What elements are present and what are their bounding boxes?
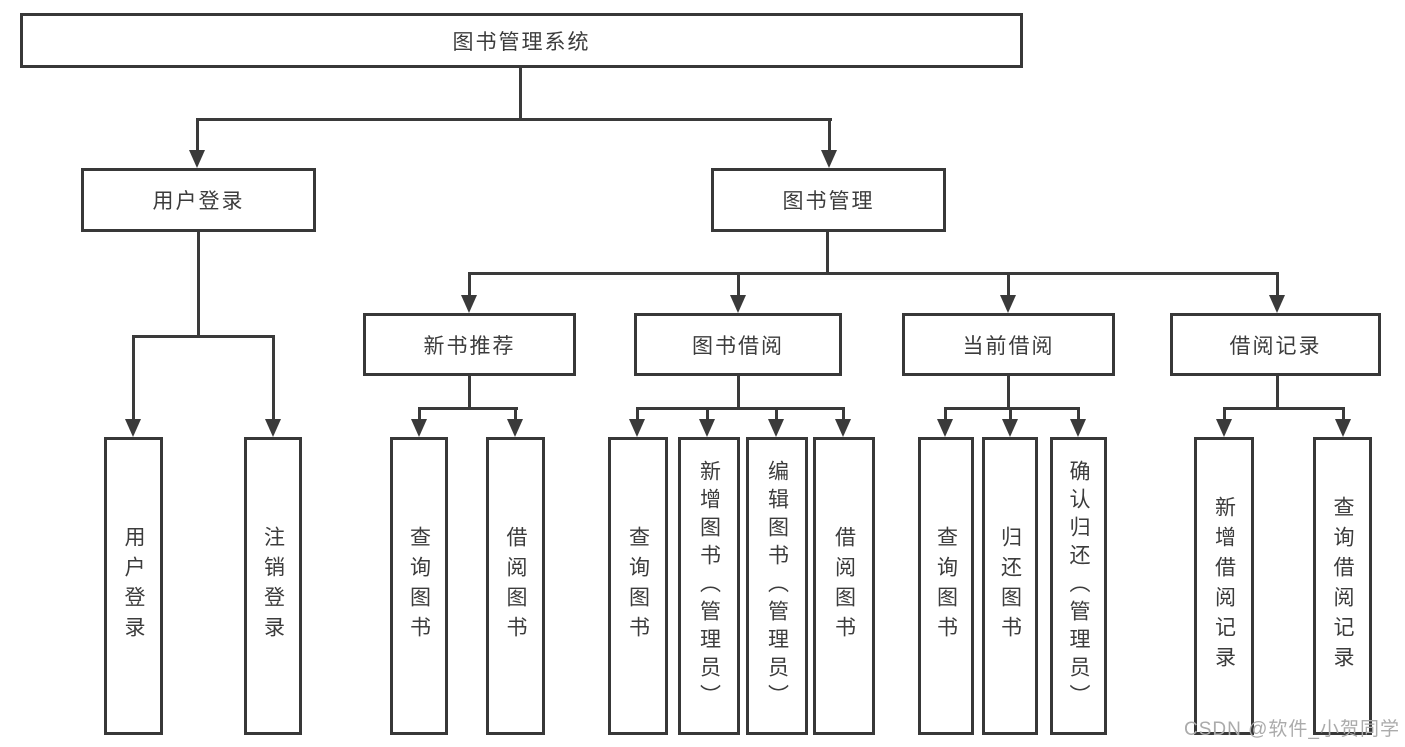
leaf-add-book-admin: 新增图书（管理员） [678, 437, 740, 735]
connector-line [1276, 376, 1279, 407]
leaf-label: 借阅图书 [504, 526, 527, 646]
connector-line [196, 118, 832, 121]
arrow-down-icon [629, 419, 645, 437]
node-borrowing-records: 借阅记录 [1170, 313, 1381, 376]
leaf-return-books: 归还图书 [982, 437, 1038, 735]
arrow-down-icon [1002, 419, 1018, 437]
leaf-logout: 注销登录 [244, 437, 302, 735]
connector-line [1276, 272, 1279, 295]
leaf-confirm-return-admin: 确认归还（管理员） [1050, 437, 1107, 735]
arrow-down-icon [189, 150, 205, 168]
arrow-down-icon [507, 419, 523, 437]
connector-line [468, 376, 471, 407]
connector-line [737, 272, 740, 295]
arrow-down-icon [1335, 419, 1351, 437]
node-library-management-system: 图书管理系统 [20, 13, 1023, 68]
arrow-down-icon [730, 295, 746, 313]
leaf-query-books-recommendation: 查询图书 [390, 437, 448, 735]
connector-line [132, 335, 275, 338]
leaf-label: 确认归还（管理员） [1067, 460, 1090, 712]
leaf-add-borrow-record: 新增借阅记录 [1194, 437, 1254, 735]
leaf-label: 查询借阅记录 [1331, 496, 1354, 676]
connector-line [842, 407, 845, 419]
connector-line [1007, 272, 1010, 295]
connector-line [1009, 407, 1012, 419]
connector-line [514, 407, 517, 419]
csdn-watermark: CSDN @软件_小贺同学 [1184, 719, 1400, 740]
arrow-down-icon [1216, 419, 1232, 437]
connector-line [1223, 407, 1345, 410]
connector-line [519, 68, 522, 118]
connector-line [468, 272, 471, 295]
leaf-edit-book-admin: 编辑图书（管理员） [746, 437, 808, 735]
node-current-borrowing: 当前借阅 [902, 313, 1115, 376]
arrow-down-icon [768, 419, 784, 437]
arrow-down-icon [835, 419, 851, 437]
arrow-down-icon [1269, 295, 1285, 313]
arrow-down-icon [265, 419, 281, 437]
connector-line [418, 407, 518, 410]
leaf-user-login: 用户登录 [104, 437, 163, 735]
leaf-label: 查询图书 [934, 526, 958, 646]
leaf-borrow-books-recommendation: 借阅图书 [486, 437, 545, 735]
leaf-label: 新增借阅记录 [1212, 496, 1236, 676]
connector-line [1077, 407, 1080, 419]
connector-line [1007, 376, 1010, 407]
leaf-label: 查询图书 [626, 526, 650, 646]
arrow-down-icon [411, 419, 427, 437]
connector-line [418, 407, 421, 419]
connector-line [828, 118, 831, 150]
arrow-down-icon [821, 150, 837, 168]
connector-line [737, 376, 740, 407]
arrow-down-icon [1070, 419, 1086, 437]
leaf-label: 编辑图书（管理员） [765, 460, 789, 712]
connector-line [197, 232, 200, 335]
node-new-book-recommendation: 新书推荐 [363, 313, 576, 376]
leaf-label: 查询图书 [407, 526, 431, 646]
arrow-down-icon [699, 419, 715, 437]
connector-line [826, 232, 829, 272]
node-user-login-module: 用户登录 [81, 168, 316, 232]
leaf-label: 注销登录 [261, 526, 285, 646]
connector-line [196, 118, 199, 150]
leaf-label: 用户登录 [122, 526, 145, 646]
arrow-down-icon [937, 419, 953, 437]
leaf-query-books-borrowing: 查询图书 [608, 437, 668, 735]
arrow-down-icon [461, 295, 477, 313]
leaf-query-borrow-record: 查询借阅记录 [1313, 437, 1372, 735]
connector-line [1342, 407, 1345, 419]
connector-line [706, 407, 709, 419]
connector-line [1223, 407, 1226, 419]
leaf-label: 新增图书（管理员） [697, 460, 721, 712]
leaf-borrow-books-borrowing: 借阅图书 [813, 437, 875, 735]
arrow-down-icon [1000, 295, 1016, 313]
connector-line [132, 335, 135, 419]
leaf-label: 借阅图书 [832, 526, 856, 646]
connector-line [636, 407, 845, 410]
leaf-label: 归还图书 [998, 526, 1022, 646]
connector-line [944, 407, 1080, 410]
connector-line [636, 407, 639, 419]
arrow-down-icon [125, 419, 141, 437]
connector-line [775, 407, 778, 419]
connector-line [272, 335, 275, 419]
leaf-query-books-current: 查询图书 [918, 437, 974, 735]
connector-line [468, 272, 1279, 275]
node-book-management-module: 图书管理 [711, 168, 946, 232]
node-book-borrowing: 图书借阅 [634, 313, 842, 376]
connector-line [944, 407, 947, 419]
